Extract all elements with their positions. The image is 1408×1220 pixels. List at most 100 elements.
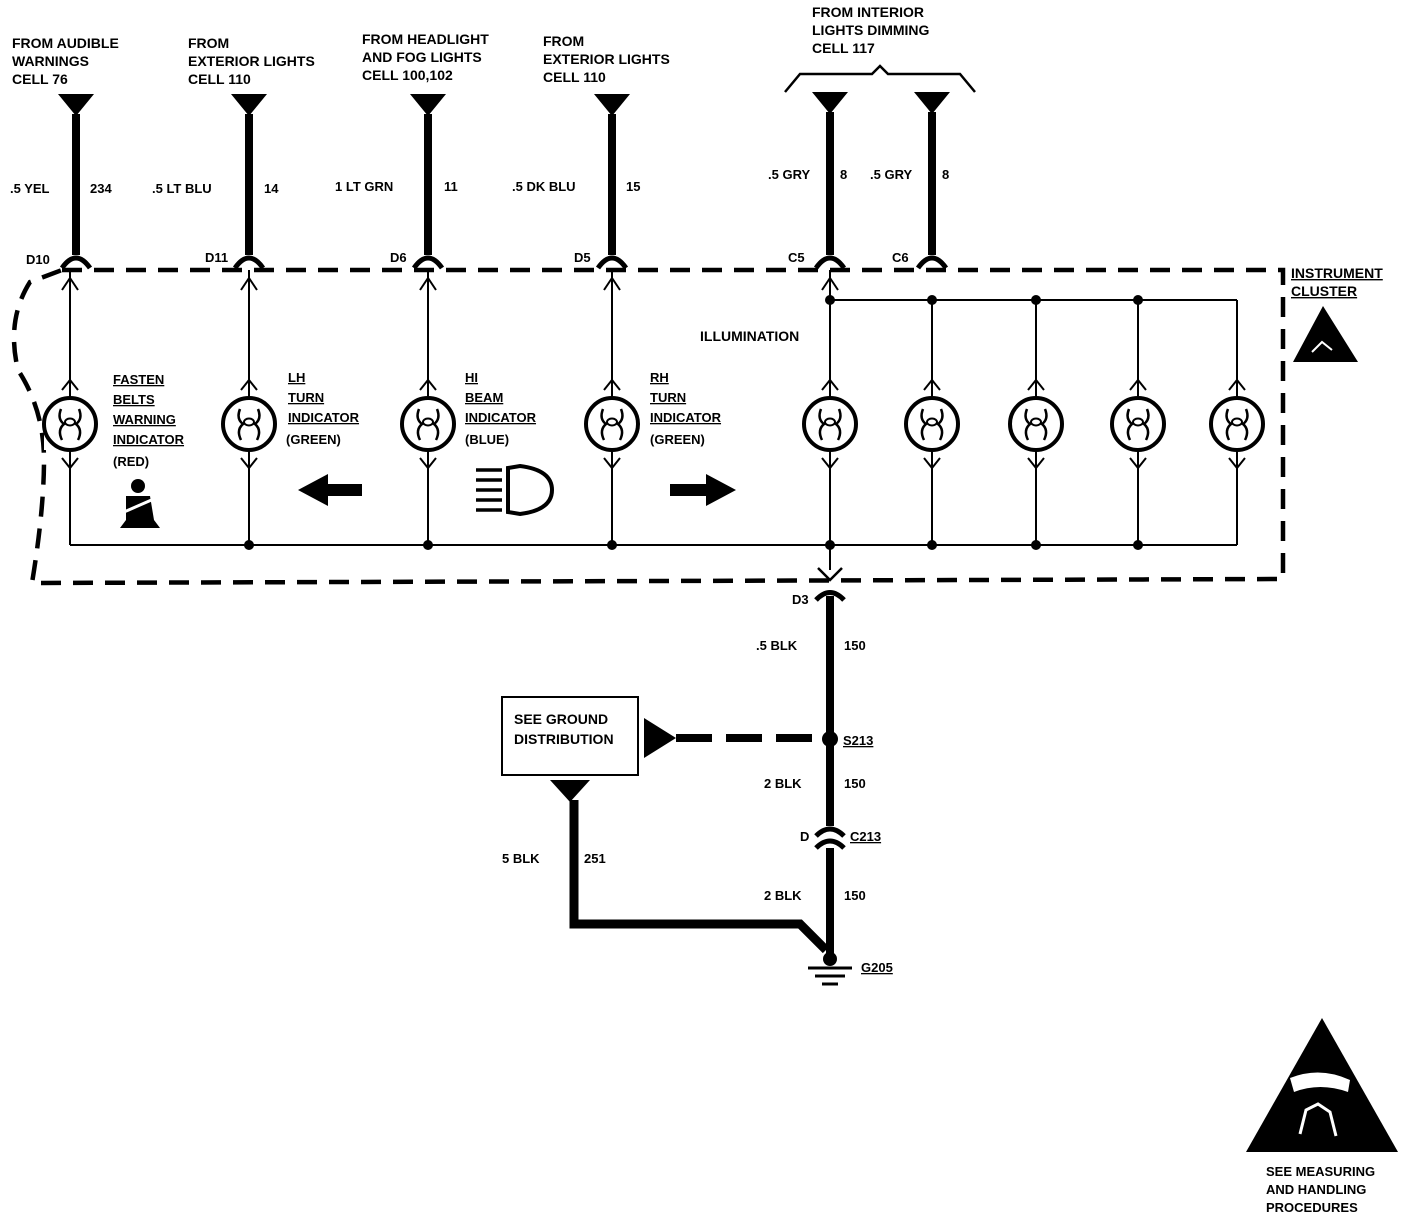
ground-g205-label: G205 (861, 960, 893, 975)
svg-text:FROM HEADLIGHT: FROM HEADLIGHT (362, 31, 489, 47)
instrument-cluster-boundary (11, 267, 1286, 586)
bulb-illumination-4 (1110, 396, 1166, 452)
source-label-audible-warnings: FROM AUDIBLE WARNINGS CELL 76 (12, 35, 119, 87)
svg-text:8: 8 (942, 167, 949, 182)
high-beam-icon (476, 463, 555, 517)
svg-text:(GREEN): (GREEN) (650, 432, 705, 447)
svg-text:INDICATOR: INDICATOR (650, 410, 722, 425)
ground-circuit (569, 590, 852, 986)
esd-note-text: SEE MEASURING AND HANDLING PROCEDURES (1266, 1164, 1375, 1215)
junction-dots (244, 295, 1143, 550)
svg-text:C5: C5 (788, 250, 805, 265)
svg-text:TURN: TURN (288, 390, 324, 405)
wire-label-234: .5 YEL 234 D10 (10, 181, 112, 267)
svg-text:.5 BLK: .5 BLK (756, 638, 798, 653)
svg-text:5 BLK: 5 BLK (502, 851, 540, 866)
svg-text:11: 11 (444, 179, 458, 194)
wire-label-251: 5 BLK 251 (502, 851, 606, 866)
illumination-label: ILLUMINATION (700, 328, 799, 344)
svg-text:2 BLK: 2 BLK (764, 776, 802, 791)
ground-markers (550, 718, 838, 966)
bulb-illumination-3 (1008, 396, 1064, 452)
splice-s213-label: S213 (843, 733, 873, 748)
top-wires (58, 92, 950, 270)
wire-label-8-c6: .5 GRY 8 C6 (870, 167, 949, 265)
svg-text:D6: D6 (390, 250, 407, 265)
svg-text:WARNINGS: WARNINGS (12, 53, 89, 69)
connector-c213-label: C213 (850, 829, 881, 844)
svg-text:.5 GRY: .5 GRY (768, 167, 810, 182)
left-arrow-icon (298, 474, 362, 506)
wire-label-14: .5 LT BLU 14 D11 (152, 181, 279, 265)
esd-icon-small (1293, 306, 1358, 362)
instrument-cluster-label: INSTRUMENT CLUSTER (1291, 265, 1383, 299)
svg-text:SEE GROUND: SEE GROUND (514, 711, 608, 727)
bulb-rh-turn (584, 396, 640, 452)
wire-label-150-a: .5 BLK 150 (756, 638, 866, 653)
svg-text:BELTS: BELTS (113, 392, 155, 407)
svg-text:D5: D5 (574, 250, 591, 265)
svg-text:D11: D11 (205, 250, 228, 265)
svg-text:2 BLK: 2 BLK (764, 888, 802, 903)
right-arrow-icon (670, 474, 736, 506)
svg-text:BEAM: BEAM (465, 390, 503, 405)
svg-text:15: 15 (626, 179, 640, 194)
svg-text:.5 GRY: .5 GRY (870, 167, 912, 182)
wire-label-8-c5: .5 GRY 8 C5 (768, 167, 847, 265)
bulb-illumination-1 (802, 396, 858, 452)
svg-text:234: 234 (90, 181, 112, 196)
svg-text:INSTRUMENT: INSTRUMENT (1291, 265, 1383, 281)
svg-text:HI: HI (465, 370, 478, 385)
source-label-exterior-lights-lh: FROM EXTERIOR LIGHTS CELL 110 (188, 35, 315, 87)
source-label-exterior-lights-rh: FROM EXTERIOR LIGHTS CELL 110 (543, 33, 670, 85)
svg-text:(RED): (RED) (113, 454, 149, 469)
svg-text:.5 LT BLU: .5 LT BLU (152, 181, 212, 196)
svg-text:CELL 76: CELL 76 (12, 71, 68, 87)
bulb-illumination-5 (1209, 396, 1265, 452)
svg-text:1 LT GRN: 1 LT GRN (335, 179, 393, 194)
svg-text:FROM: FROM (543, 33, 584, 49)
source-label-headlight-fog: FROM HEADLIGHT AND FOG LIGHTS CELL 100,1… (362, 31, 489, 83)
wire-label-11: 1 LT GRN 11 D6 (335, 179, 458, 265)
svg-text:150: 150 (844, 638, 866, 653)
bulb-illumination-2 (904, 396, 960, 452)
svg-text:PROCEDURES: PROCEDURES (1266, 1200, 1358, 1215)
svg-text:(GREEN): (GREEN) (286, 432, 341, 447)
bulb-lh-turn (221, 396, 277, 452)
ground-distribution-box (501, 696, 639, 776)
indicator-label-lh-turn: LH TURN INDICATOR (GREEN) (286, 370, 360, 447)
svg-text:FROM AUDIBLE: FROM AUDIBLE (12, 35, 119, 51)
svg-text:INDICATOR: INDICATOR (465, 410, 537, 425)
svg-text:C6: C6 (892, 250, 909, 265)
svg-text:RH: RH (650, 370, 669, 385)
svg-text:AND HANDLING: AND HANDLING (1266, 1182, 1366, 1197)
svg-text:.5 YEL: .5 YEL (10, 181, 50, 196)
svg-text:CELL 100,102: CELL 100,102 (362, 67, 453, 83)
svg-text:SEE MEASURING: SEE MEASURING (1266, 1164, 1375, 1179)
svg-text:AND FOG LIGHTS: AND FOG LIGHTS (362, 49, 482, 65)
connector-c213-pin: D (800, 829, 809, 844)
dimming-bracket (784, 64, 976, 93)
svg-text:8: 8 (840, 167, 847, 182)
svg-text:D10: D10 (26, 252, 50, 267)
svg-text:FROM: FROM (188, 35, 229, 51)
source-label-interior-dimming: FROM INTERIOR LIGHTS DIMMING CELL 117 (812, 4, 930, 56)
svg-text:INDICATOR: INDICATOR (288, 410, 360, 425)
ground-distribution-label: SEE GROUND DISTRIBUTION (514, 711, 614, 747)
svg-text:LIGHTS DIMMING: LIGHTS DIMMING (812, 22, 930, 38)
svg-text:LH: LH (288, 370, 305, 385)
svg-text:DISTRIBUTION: DISTRIBUTION (514, 731, 614, 747)
seatbelt-icon (120, 479, 160, 528)
connector-d3-label: D3 (792, 592, 809, 607)
svg-text:(BLUE): (BLUE) (465, 432, 509, 447)
svg-text:150: 150 (844, 888, 866, 903)
svg-text:EXTERIOR LIGHTS: EXTERIOR LIGHTS (188, 53, 315, 69)
svg-text:FASTEN: FASTEN (113, 372, 164, 387)
svg-text:CELL 110: CELL 110 (543, 69, 606, 85)
bulb-fasten-belts (42, 396, 98, 452)
svg-text:.5 DK BLU: .5 DK BLU (512, 179, 576, 194)
svg-text:251: 251 (584, 851, 606, 866)
svg-text:CELL 110: CELL 110 (188, 71, 251, 87)
bulb-hi-beam (400, 396, 456, 452)
